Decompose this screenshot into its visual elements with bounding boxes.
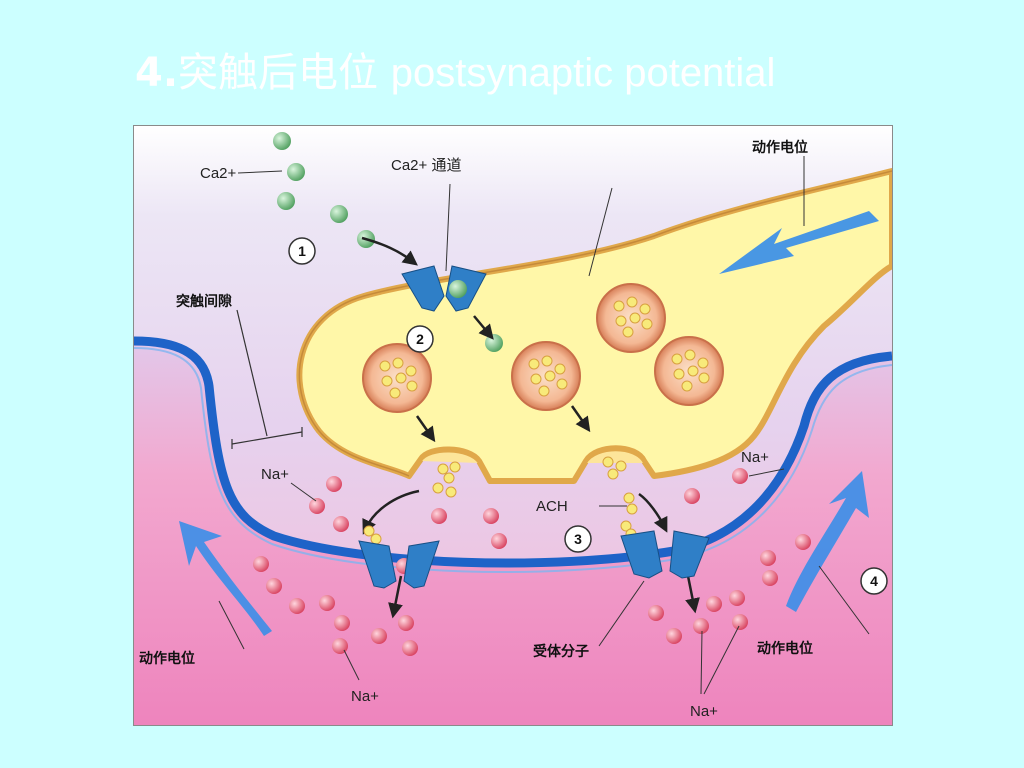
receptor-channel-left (358, 540, 440, 589)
sodium-ions (253, 468, 811, 656)
step-2: 2 (416, 331, 424, 347)
calcium-ions (273, 132, 503, 352)
title-english: postsynaptic potential (390, 51, 776, 95)
step-4: 4 (870, 573, 878, 589)
receptor-channel-right (620, 530, 710, 579)
synapse-diagram: 1 2 3 4 Ca2+ Ca2+ 通道 动作电位 突触间隙 Na+ Na+ A… (133, 125, 893, 726)
calcium-channel (401, 265, 487, 312)
title-number: 4. (135, 50, 179, 96)
step-3: 3 (574, 531, 582, 547)
step-markers: 1 2 3 4 (288, 237, 888, 595)
slide-title: 4.突触后电位 postsynaptic potential (135, 40, 775, 98)
sodium-label-bottom-left: Na+ (351, 688, 379, 705)
action-potential-arrow-right (786, 471, 869, 612)
receptor-molecule-label: 受体分子 (533, 643, 589, 660)
step-1: 1 (298, 243, 306, 259)
sodium-label-bottom-right: Na+ (690, 703, 718, 720)
postsynaptic-membrane (134, 336, 892, 568)
sodium-label-left: Na+ (261, 466, 289, 483)
action-potential-label-right: 动作电位 (757, 640, 813, 657)
title-chinese: 突触后电位 (178, 50, 379, 96)
sodium-label-right: Na+ (741, 449, 769, 466)
acetylcholine-molecules (363, 456, 638, 545)
action-potential-label-left: 动作电位 (139, 650, 195, 667)
ach-label: ACH (536, 498, 568, 515)
action-potential-label-top: 动作电位 (752, 139, 808, 156)
synaptic-vesicles (362, 283, 724, 413)
synaptic-cleft-label: 突触间隙 (176, 293, 232, 310)
synaptic-cleft-bracket (231, 309, 303, 449)
action-potential-arrow-top (719, 211, 879, 274)
calcium-ion-label: Ca2+ (200, 165, 237, 182)
calcium-channel-label: Ca2+ 通道 (391, 157, 461, 174)
action-potential-arrow-left (179, 521, 272, 636)
